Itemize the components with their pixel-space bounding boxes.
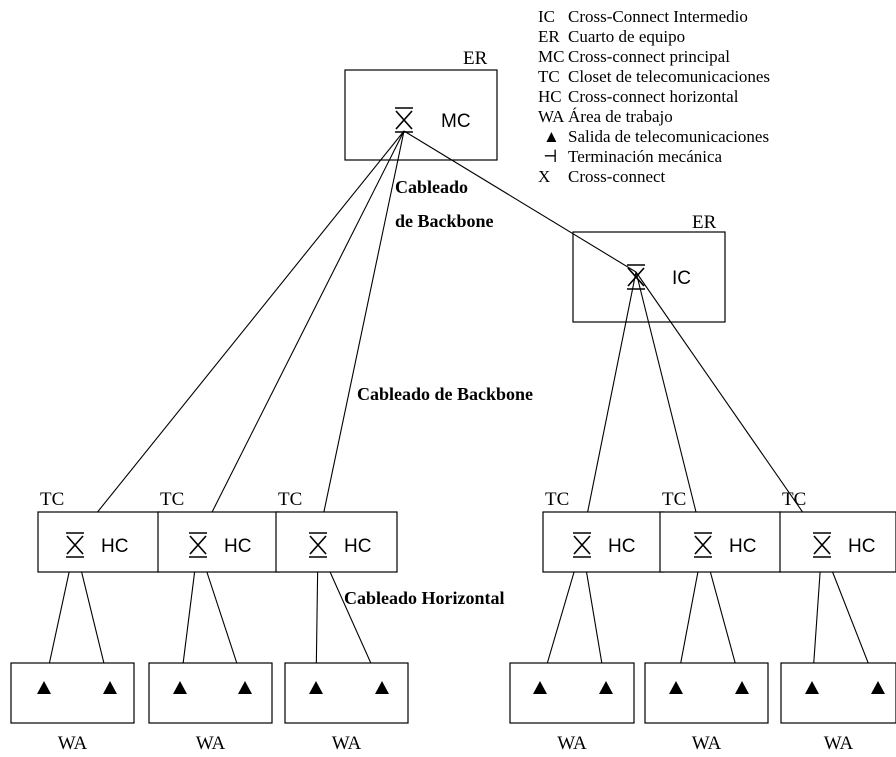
- backbone-line-mc-tc1: [74, 130, 405, 541]
- wa-label: WA: [196, 733, 226, 754]
- work-area: WA: [780, 662, 896, 754]
- telecom-outlet-icon: [309, 681, 323, 694]
- telecom-outlet-icon: [599, 681, 613, 694]
- tc-label: TC: [40, 489, 64, 510]
- legend-code: IC: [538, 7, 555, 26]
- wa-label: WA: [58, 733, 88, 754]
- backbone-line-ic-tc4: [581, 271, 637, 541]
- cross-connect-icon: [395, 107, 413, 133]
- telecom-outlet-icon: [533, 681, 547, 694]
- backbone-line-mc-tc3: [317, 130, 405, 541]
- tc-label: TC: [782, 489, 806, 510]
- wa-label: WA: [824, 733, 854, 754]
- telecom-closet: TC HC: [157, 489, 280, 573]
- cross-connect-icon: [573, 532, 591, 558]
- cross-connect-icon: [813, 532, 831, 558]
- backbone-line-ic-tc5: [635, 271, 704, 541]
- legend-text: Cross-connect: [568, 167, 666, 186]
- mc-label: MC: [441, 111, 471, 132]
- legend-code: TC: [538, 67, 560, 86]
- cross-connect-icon: [309, 532, 327, 558]
- telecom-outlet-icon: [238, 681, 252, 694]
- legend-code: HC: [538, 87, 562, 106]
- telecom-outlet-icon: [805, 681, 819, 694]
- telecom-outlet-icon: [871, 681, 885, 694]
- legend-text: Cuarto de equipo: [568, 27, 685, 46]
- legend-text: Terminación mecánica: [568, 147, 723, 166]
- backbone-line-mc-ic: [403, 130, 637, 273]
- hc-label: HC: [848, 536, 875, 557]
- telecom-outlet-icon: [375, 681, 389, 694]
- tc-label: TC: [160, 489, 184, 510]
- intermediate-equipment-room: ER IC: [572, 212, 726, 323]
- work-areas: WA WA WA WA WA WA: [10, 662, 896, 754]
- legend-item: ⊣ Terminación mecánica: [543, 147, 723, 166]
- telecom-outlet-icon: [37, 681, 51, 694]
- ic-label: IC: [672, 268, 691, 289]
- er-label-intermediate: ER: [692, 212, 717, 233]
- telecom-outlet-icon: [173, 681, 187, 694]
- legend-item: IC Cross-Connect Intermedio: [538, 7, 748, 26]
- wa-label: WA: [692, 733, 722, 754]
- hc-label: HC: [224, 536, 251, 557]
- backbone-line-ic-tc6: [635, 271, 823, 541]
- legend-item: ER Cuarto de equipo: [538, 27, 685, 46]
- telecom-closet: TC HC: [37, 489, 160, 573]
- horizontal-label: Cableado Horizontal: [344, 588, 505, 608]
- tc-label: TC: [545, 489, 569, 510]
- work-area: WA: [148, 662, 273, 754]
- work-area: WA: [509, 662, 635, 754]
- hc-label: HC: [101, 536, 128, 557]
- wa-label: WA: [332, 733, 362, 754]
- tc-label: TC: [662, 489, 686, 510]
- work-area: WA: [644, 662, 769, 754]
- legend-text: Salida de telecomunicaciones: [568, 127, 769, 146]
- tc-label: TC: [278, 489, 302, 510]
- telecom-closet: TC HC: [659, 489, 782, 573]
- legend-item: X Cross-connect: [538, 167, 666, 186]
- cross-connect-icon: [627, 264, 645, 290]
- telecom-closet: TC HC: [275, 489, 398, 573]
- legend-item: ▲ Salida de telecomunicaciones: [543, 127, 769, 146]
- legend-text: Área de trabajo: [568, 107, 673, 126]
- legend-code: ER: [538, 27, 560, 46]
- hc-label: HC: [729, 536, 756, 557]
- legend-code: X: [538, 167, 550, 186]
- backbone-label-top-2: de Backbone: [395, 211, 494, 231]
- legend-text: Cross-connect horizontal: [568, 87, 739, 106]
- cross-connect-icon: [694, 532, 712, 558]
- backbone-label-mid: Cableado de Backbone: [357, 384, 533, 404]
- legend-item: TC Closet de telecomunicaciones: [538, 67, 770, 86]
- backbone-label-top-1: Cableado: [395, 177, 468, 197]
- telecom-closets: TC HC TC HC TC HC TC HC TC HC TC HC: [37, 489, 896, 573]
- backbone-line-mc-tc2: [197, 130, 405, 541]
- telecom-outlet-icon: [669, 681, 683, 694]
- main-equipment-room: ER MC: [344, 48, 498, 161]
- telecom-outlet-icon: [735, 681, 749, 694]
- legend-code: ⊣: [543, 147, 558, 166]
- work-area: WA: [284, 662, 409, 754]
- hc-label: HC: [608, 536, 635, 557]
- legend-code: ▲: [543, 127, 560, 146]
- legend-text: Cross-Connect Intermedio: [568, 7, 748, 26]
- er-label-main: ER: [463, 48, 488, 69]
- telecom-closet: TC HC: [779, 489, 896, 573]
- telecom-outlet-icon: [103, 681, 117, 694]
- legend-text: Cross-connect principal: [568, 47, 730, 66]
- legend-text: Closet de telecomunicaciones: [568, 67, 770, 86]
- cross-connect-icon: [189, 532, 207, 558]
- legend-item: HC Cross-connect horizontal: [538, 87, 739, 106]
- hc-label: HC: [344, 536, 371, 557]
- cross-connect-icon: [66, 532, 84, 558]
- legend-code: MC: [538, 47, 564, 66]
- work-area: WA: [10, 662, 135, 754]
- wa-label: WA: [557, 733, 587, 754]
- legend-code: WA: [538, 107, 565, 126]
- telecom-closet: TC HC: [542, 489, 665, 573]
